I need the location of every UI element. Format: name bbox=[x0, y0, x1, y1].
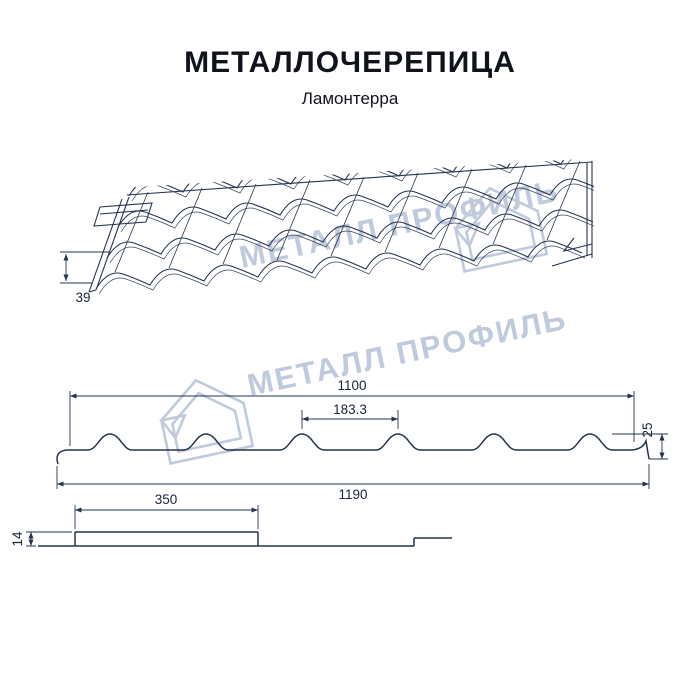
tile-column-lines bbox=[114, 160, 581, 273]
dim-label-350: 350 bbox=[155, 492, 178, 507]
dim-step-height-39: 39 bbox=[60, 251, 110, 305]
dim-label-183: 183.3 bbox=[333, 402, 367, 417]
ridge-tab bbox=[93, 202, 153, 227]
sheet-right-edge bbox=[586, 161, 593, 258]
dim-wave-pitch-183: 183.3 bbox=[301, 402, 399, 429]
watermark-brand-text: МЕТАЛЛ ПРОФИЛЬ bbox=[236, 173, 562, 275]
profile-outline bbox=[56, 433, 650, 465]
dim-cover-width-1100: 1100 bbox=[69, 378, 635, 446]
page-subtitle: Ламонтерра bbox=[301, 89, 399, 108]
dim-label-25: 25 bbox=[640, 422, 655, 437]
dim-overall-width-1190: 1190 bbox=[56, 464, 650, 502]
profile-section: 1100 183.3 25 1190 bbox=[56, 378, 668, 502]
page-title: МЕТАЛЛОЧЕРЕПИЦА bbox=[184, 46, 516, 79]
module-outline bbox=[38, 531, 452, 547]
dim-profile-height-25: 25 bbox=[612, 422, 668, 460]
dim-module-length-350: 350 bbox=[74, 492, 259, 529]
dim-label-14: 14 bbox=[10, 531, 25, 547]
dim-label-1100: 1100 bbox=[337, 378, 366, 393]
watermark-brand-text: МЕТАЛЛ ПРОФИЛЬ bbox=[244, 301, 570, 403]
dim-label-1190: 1190 bbox=[338, 487, 367, 502]
perspective-view: 39 bbox=[60, 158, 594, 305]
sheet-left-edge bbox=[88, 196, 130, 293]
watermark-top: МЕТАЛЛ ПРОФИЛЬ bbox=[236, 173, 562, 275]
dim-module-step-14: 14 bbox=[10, 531, 72, 547]
tile-waves bbox=[95, 158, 594, 295]
sheet-top-edge bbox=[126, 161, 593, 196]
corner-notch bbox=[551, 237, 593, 267]
drawing-header: МЕТАЛЛОЧЕРЕПИЦА Ламонтерра bbox=[0, 46, 700, 109]
module-section: 350 14 bbox=[10, 492, 452, 547]
dim-label-39: 39 bbox=[75, 290, 90, 305]
